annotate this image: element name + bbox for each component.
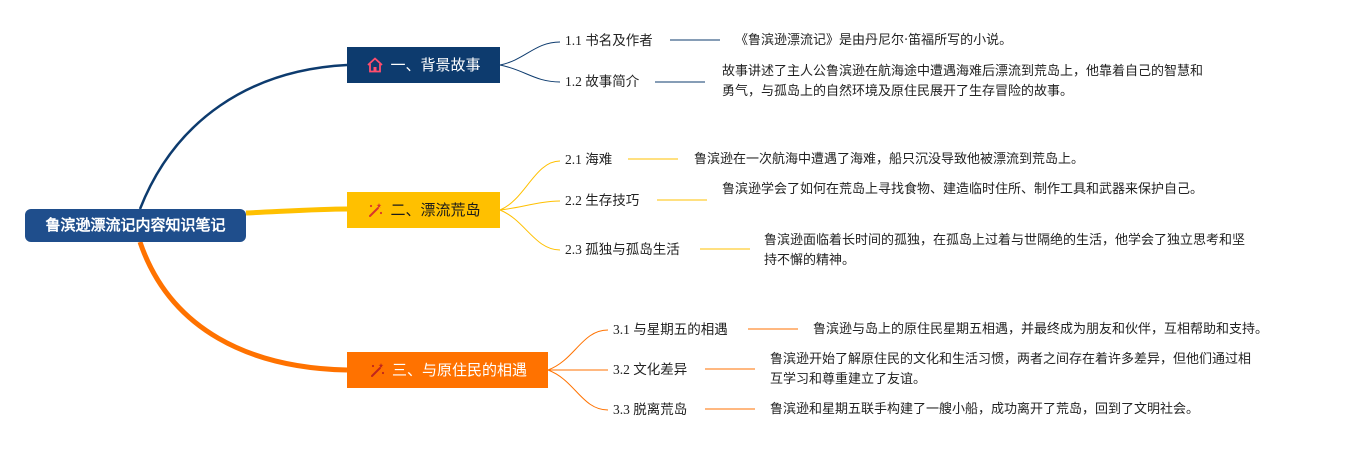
desc-3-3: 鲁滨逊和星期五联手构建了一艘小船，成功离开了荒岛，回到了文明社会。 (770, 402, 1200, 417)
sub-node-2-1[interactable]: 2.1 海难 (565, 152, 613, 167)
sub-node-3-2[interactable]: 3.2 文化差异 (613, 362, 688, 377)
desc-2-2: 鲁滨逊学会了如何在荒岛上寻找食物、建造临时住所、制作工具和武器来保护自己。 (722, 182, 1204, 197)
branch-label: 一、背景故事 (390, 56, 481, 74)
desc-2-1: 鲁滨逊在一次航海中遭遇了海难，船只沉没导致他被漂流到荒岛上。 (694, 152, 1085, 167)
link-branch-3-sub-1 (547, 329, 609, 371)
desc-1-1: 《鲁滨逊漂流记》是由丹尼尔·笛福所写的小说。 (735, 33, 1013, 48)
branch-label: 三、与原住民的相遇 (391, 361, 527, 379)
sub-node-2-3[interactable]: 2.3 孤独与孤岛生活 (565, 242, 680, 257)
root-node[interactable]: 鲁滨逊漂流记内容知识笔记 (25, 209, 246, 242)
sub-node-3-3[interactable]: 3.3 脱离荒岛 (613, 402, 688, 417)
link-branch-2-sub-1 (499, 160, 561, 211)
link-root-branch-3 (137, 241, 348, 373)
branch-node-1[interactable]: 一、背景故事 (347, 47, 500, 83)
desc-3-1: 鲁滨逊与岛上的原住民星期五相遇，并最终成为朋友和伙伴，互相帮助和支持。 (813, 322, 1269, 337)
link-branch-1-sub-1 (499, 41, 561, 66)
link-root-branch-1 (138, 63, 348, 210)
desc-3-2: 鲁滨逊开始了解原住民的文化和生活习惯，两者之间存在着许多差异，但他们通过相互学习… (770, 352, 1252, 387)
link-branch-2-sub-2 (499, 200, 561, 211)
link-branch-2-sub-3 (499, 209, 561, 251)
desc-1-2: 故事讲述了主人公鲁滨逊在航海途中遭遇海难后漂流到荒岛上，他靠着自己的智慧和勇气，… (722, 64, 1204, 99)
branch-label: 二、漂流荒岛 (390, 201, 481, 219)
magic-wand-icon (366, 201, 384, 219)
desc-2-3: 鲁滨逊面临着长时间的孤独，在孤岛上过着与世隔绝的生活，他学会了独立思考和坚持不懈… (764, 233, 1246, 268)
branch-node-3[interactable]: 三、与原住民的相遇 (347, 352, 548, 388)
sub-node-2-2[interactable]: 2.2 生存技巧 (565, 193, 640, 208)
link-branch-1-sub-2 (499, 64, 561, 83)
link-root-branch-2 (245, 206, 348, 216)
sub-node-3-1[interactable]: 3.1 与星期五的相遇 (613, 322, 728, 337)
magic-wand-icon (368, 361, 386, 379)
home-icon (366, 56, 384, 74)
sub-node-1-1[interactable]: 1.1 书名及作者 (565, 33, 653, 48)
branch-node-2[interactable]: 二、漂流荒岛 (347, 192, 500, 228)
sub-node-1-2[interactable]: 1.2 故事简介 (565, 74, 640, 89)
link-branch-3-sub-3 (547, 369, 609, 411)
